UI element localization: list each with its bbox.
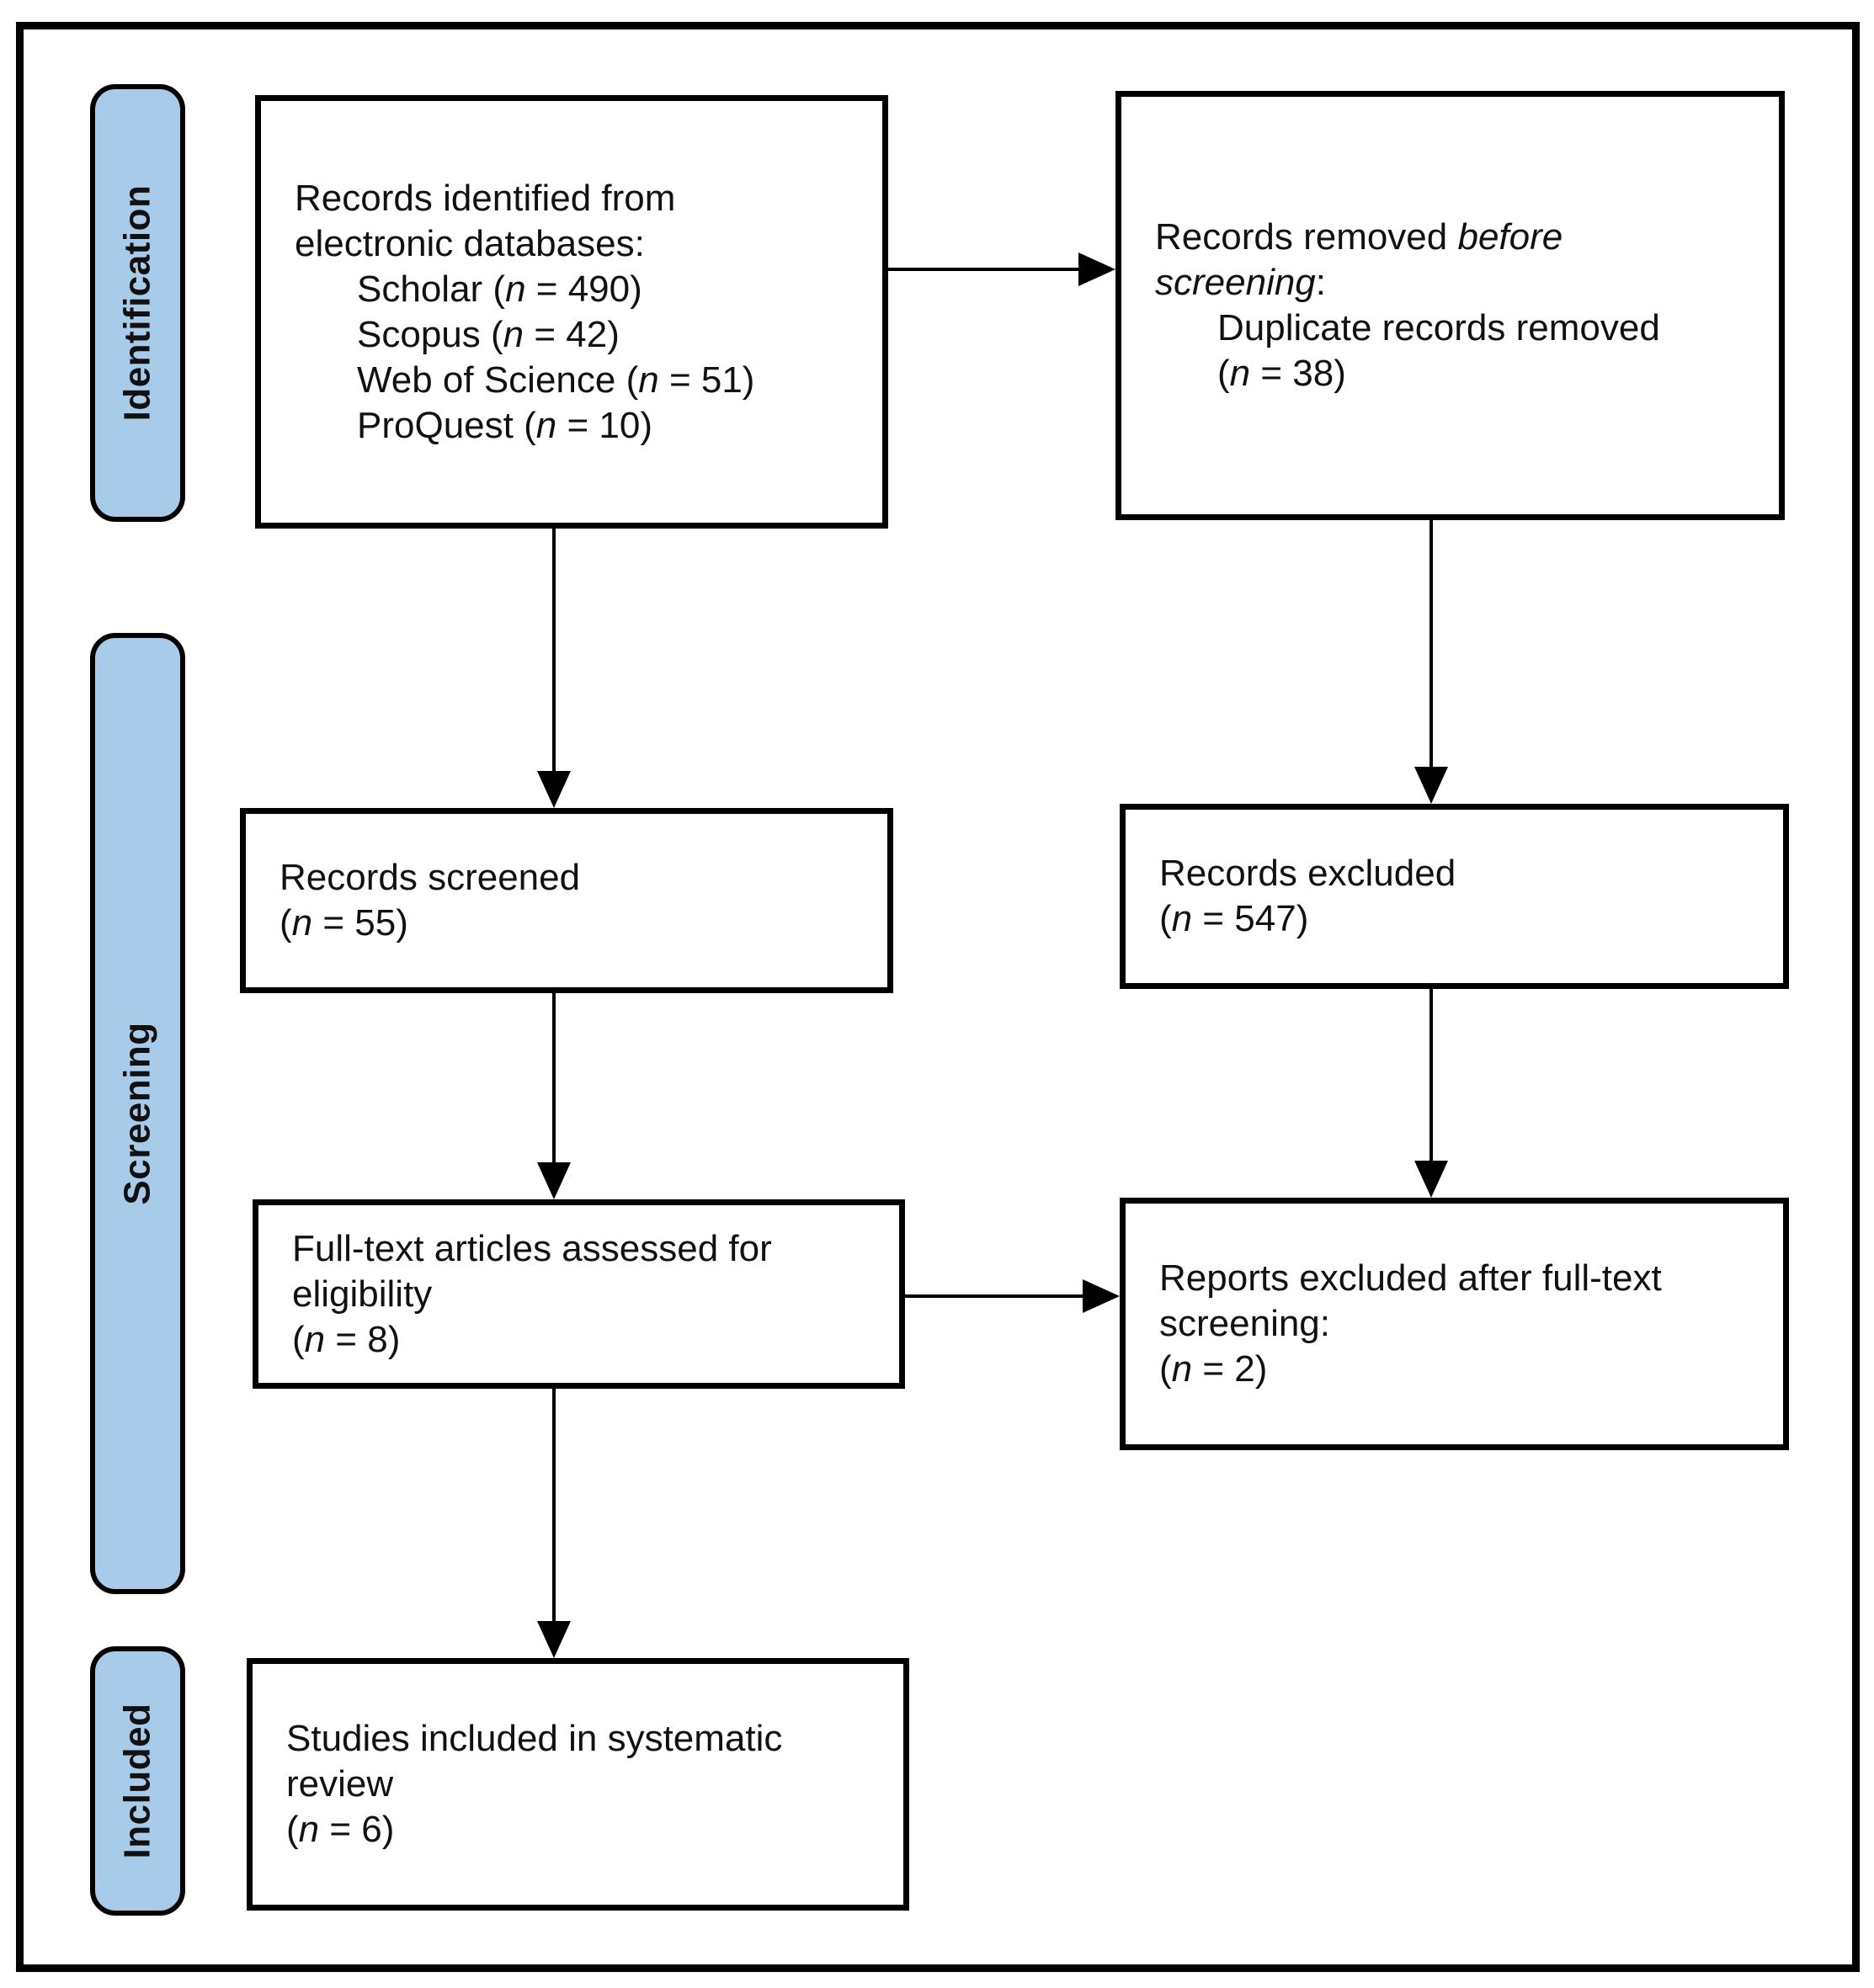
box-records-screened: Records screened(n = 55) <box>240 808 893 993</box>
arrow-head-fulltext-to-included <box>537 1621 571 1658</box>
text-segment: ( <box>1159 898 1172 939</box>
text-segment: screening: <box>1159 1303 1331 1344</box>
text-segment: ( <box>1217 353 1230 394</box>
text-segment: Records screened <box>280 857 581 898</box>
text-segment: n <box>291 902 313 944</box>
text-segment: = 38) <box>1250 353 1346 394</box>
box-records-excluded: Records excluded(n = 547) <box>1120 804 1789 989</box>
text-line: Records excluded <box>1159 851 1763 896</box>
text-segment: = 42) <box>524 313 620 355</box>
text-segment: n <box>638 359 659 401</box>
figure-border <box>16 22 1860 1972</box>
text-line: Scopus (n = 42) <box>295 312 862 358</box>
text-line: screening: <box>1155 260 1759 306</box>
arrow-head-removed-to-excluded <box>1414 767 1448 804</box>
text-line: (n = 2) <box>1159 1347 1763 1392</box>
text-segment: ProQuest ( <box>357 404 536 446</box>
text-segment: = 6) <box>319 1809 395 1850</box>
text-segment: n <box>298 1809 320 1850</box>
text-line: (n = 55) <box>280 901 867 946</box>
text-line: Records screened <box>280 855 867 901</box>
text-segment: electronic databases: <box>295 222 645 264</box>
text-segment: Duplicate records removed <box>1217 307 1660 348</box>
text-line: Scholar (n = 490) <box>295 267 862 312</box>
text-segment: = 2) <box>1192 1348 1268 1390</box>
text-segment: = 8) <box>325 1318 401 1360</box>
text-segment: before <box>1457 216 1563 258</box>
text-segment: eligibility <box>292 1273 433 1315</box>
arrow-head-excluded-to-reports <box>1414 1161 1448 1198</box>
text-segment: Full-text articles assessed for <box>292 1227 772 1269</box>
stage-label-included: Included <box>116 1703 158 1859</box>
text-segment: Web of Science ( <box>357 359 639 401</box>
text-line: eligibility <box>292 1272 879 1317</box>
text-line: Records removed before <box>1155 215 1759 260</box>
stage-label-identification: Identification <box>116 184 158 422</box>
text-line: (n = 6) <box>286 1807 883 1852</box>
arrow-line-fulltext-to-reports <box>905 1294 1084 1298</box>
text-segment: ( <box>1159 1348 1172 1390</box>
text-segment: ( <box>280 902 292 944</box>
text-segment: Scholar ( <box>357 268 506 310</box>
text-segment: = 547) <box>1192 898 1309 939</box>
arrow-line-excluded-to-reports <box>1429 989 1433 1162</box>
text-line: Full-text articles assessed for <box>292 1226 879 1272</box>
text-line: (n = 547) <box>1159 896 1763 942</box>
text-line: ProQuest (n = 10) <box>295 403 862 449</box>
arrow-head-identified-to-removed <box>1078 252 1115 286</box>
stage-bar-identification: Identification <box>90 84 185 522</box>
text-segment: = 51) <box>658 359 755 401</box>
text-segment: review <box>286 1763 394 1805</box>
arrow-line-removed-to-excluded <box>1429 520 1433 768</box>
arrow-head-identified-to-screened <box>537 771 571 808</box>
text-segment: Scopus ( <box>357 313 503 355</box>
text-segment: screening <box>1155 262 1316 303</box>
stage-bar-screening: Screening <box>90 633 185 1594</box>
text-line: review <box>286 1762 883 1807</box>
arrow-line-identified-to-removed <box>888 268 1080 271</box>
text-segment: n <box>1171 1348 1193 1390</box>
text-segment: Records excluded <box>1159 853 1456 894</box>
text-segment: n <box>505 268 526 310</box>
text-line: Web of Science (n = 51) <box>295 358 862 403</box>
text-line: Duplicate records removed <box>1155 306 1759 351</box>
text-segment: ( <box>286 1809 299 1850</box>
text-segment: : <box>1315 262 1327 303</box>
text-segment: Reports excluded after full-text <box>1159 1257 1662 1299</box>
text-line: electronic databases: <box>295 221 862 267</box>
text-segment: = 55) <box>312 902 408 944</box>
arrow-line-identified-to-screened <box>552 529 556 773</box>
arrow-head-fulltext-to-reports <box>1083 1279 1120 1313</box>
text-segment: n <box>1229 353 1251 394</box>
text-segment: = 490) <box>525 268 642 310</box>
text-line: Studies included in systematic <box>286 1716 883 1762</box>
text-line: (n = 38) <box>1155 351 1759 396</box>
text-segment: n <box>1171 898 1193 939</box>
text-segment: Records identified from <box>295 177 676 219</box>
text-segment: n <box>535 404 557 446</box>
text-segment: Records removed <box>1155 216 1458 258</box>
arrow-line-screened-to-fulltext <box>552 993 556 1164</box>
text-segment: n <box>304 1318 326 1360</box>
text-segment: Studies included in systematic <box>286 1718 783 1759</box>
text-line: Records identified from <box>295 176 862 221</box>
stage-bar-included: Included <box>90 1646 185 1916</box>
text-segment: n <box>503 313 524 355</box>
text-segment: ( <box>292 1318 305 1360</box>
text-line: (n = 8) <box>292 1317 879 1363</box>
arrow-line-fulltext-to-included <box>552 1389 556 1623</box>
arrow-head-screened-to-fulltext <box>537 1162 571 1199</box>
text-line: Reports excluded after full-text <box>1159 1256 1763 1301</box>
text-line: screening: <box>1159 1301 1763 1347</box>
text-segment: = 10) <box>556 404 652 446</box>
stage-label-screening: Screening <box>116 1022 158 1205</box>
